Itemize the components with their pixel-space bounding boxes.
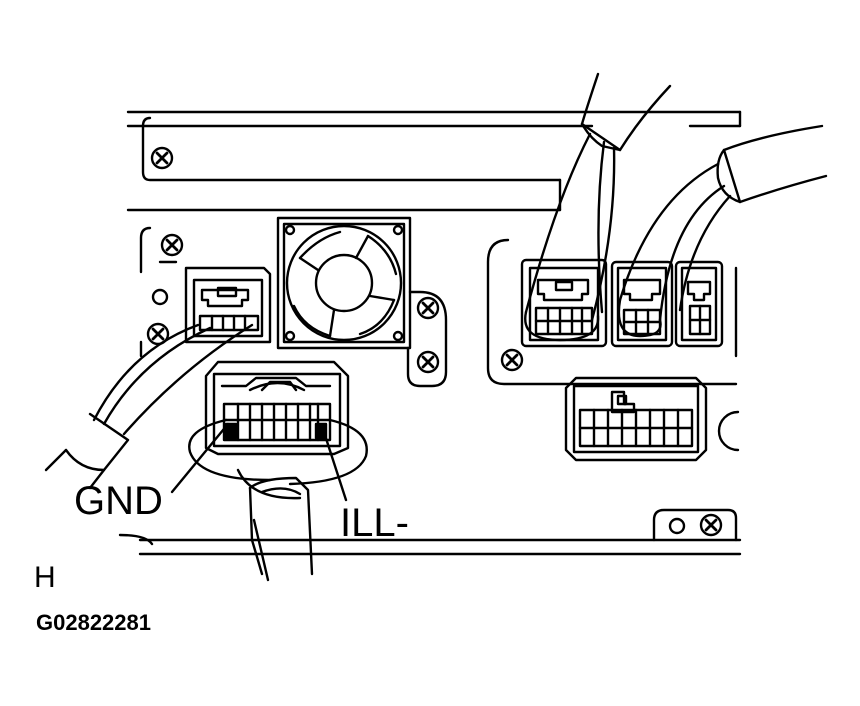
ill-label: ILL- <box>340 501 409 545</box>
wire-loop <box>236 468 302 500</box>
screw-icon <box>699 513 723 537</box>
mounting-hole <box>668 517 686 535</box>
right-connector-c <box>674 260 724 348</box>
unit-outline <box>118 110 742 556</box>
screw-icon <box>416 350 440 374</box>
ill-leader-line <box>320 424 348 502</box>
fan-bracket <box>406 290 448 388</box>
gnd-leader-line <box>170 422 230 494</box>
main-connector <box>204 360 350 456</box>
left-connector-small <box>184 266 272 344</box>
screw-icon <box>416 296 440 320</box>
view-label: H <box>34 561 56 594</box>
right-connector-a <box>520 258 608 348</box>
right-connector-large <box>564 376 708 462</box>
left-wire-harness <box>44 323 254 490</box>
screw-icon <box>500 348 524 372</box>
cooling-fan <box>276 216 412 350</box>
gnd-label: GND <box>74 479 163 523</box>
right-wire-harness <box>617 124 828 338</box>
screw-icon <box>150 146 174 170</box>
upper-wire-harness <box>524 72 672 342</box>
figure-code: G02822281 <box>36 610 151 635</box>
right-connector-b <box>610 260 674 348</box>
bottom-wire-harness <box>248 476 314 582</box>
wire-loop <box>288 418 368 486</box>
wire-loop <box>188 418 272 482</box>
screw-icon <box>160 233 184 257</box>
mounting-hole <box>151 288 169 306</box>
mounting-hole <box>717 410 740 452</box>
